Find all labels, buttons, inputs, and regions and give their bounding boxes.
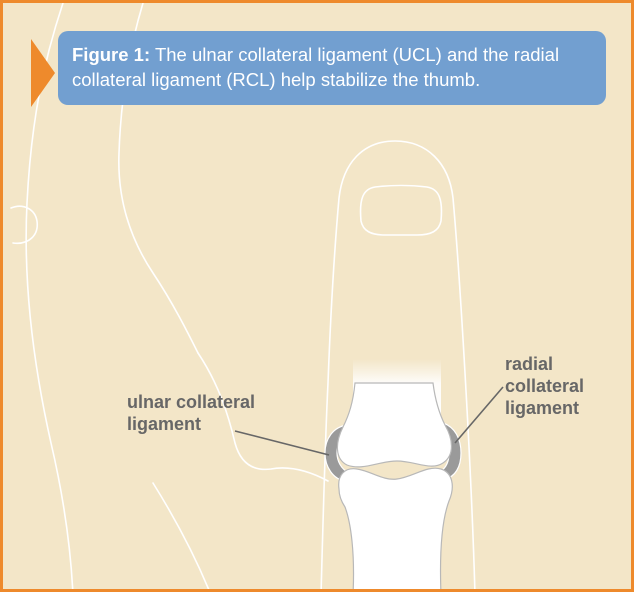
ucl-label-line1: ulnar collateral xyxy=(127,391,255,413)
rcl-label-line1: radial xyxy=(505,353,584,375)
figure-number: Figure 1: xyxy=(72,44,150,65)
rcl-label-line3: ligament xyxy=(505,397,584,419)
rcl-label-line2: collateral xyxy=(505,375,584,397)
figure-caption: Figure 1: The ulnar collateral ligament … xyxy=(58,31,606,105)
rcl-label: radial collateral ligament xyxy=(505,353,584,419)
ucl-label-line2: ligament xyxy=(127,413,255,435)
lower-bone xyxy=(339,468,453,592)
ucl-label: ulnar collateral ligament xyxy=(127,391,255,435)
upper-bone xyxy=(337,383,451,467)
